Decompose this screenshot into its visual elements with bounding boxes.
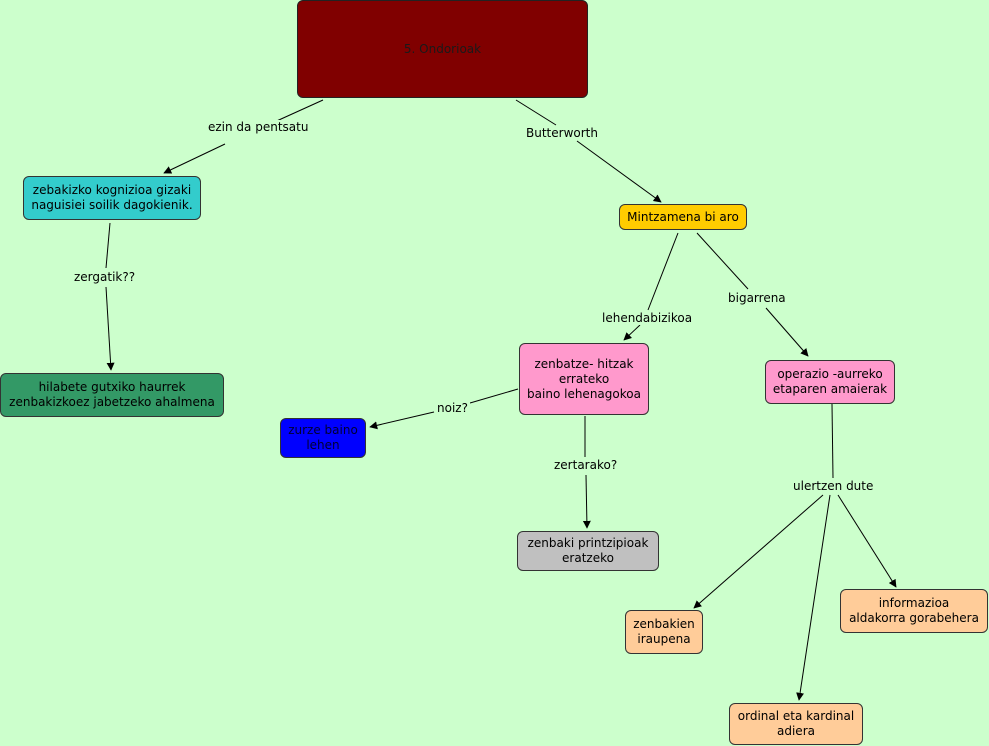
arrow-ulertzen-iraupena [693, 494, 824, 609]
arrow-butterworth-mintzamena [576, 140, 662, 203]
node-printzipioak[interactable]: zenbaki printzipioak eratzeko [517, 531, 659, 571]
connector-operazio-ulertzen [831, 403, 834, 479]
link-label-bigarrena: bigarrena [726, 291, 788, 305]
node-operazio[interactable]: operazio -aurreko etaparen amaierak [765, 360, 895, 404]
connector-root-butterworth [515, 99, 557, 126]
link-label-zertarako: zertarako? [552, 458, 620, 472]
arrow-bigarrena-operazio [765, 307, 809, 357]
link-label-zergatik: zergatik?? [72, 270, 138, 284]
arrow-ulertzen-informazioa [837, 494, 897, 588]
node-zenbatze[interactable]: zenbatze- hitzak errateko baino lehenago… [519, 343, 649, 415]
node-ordinal[interactable]: ordinal eta kardinal adiera [729, 703, 863, 745]
link-label-butterworth: Butterworth [524, 126, 600, 140]
arrow-lehendabizikoa-zenbatze [623, 324, 641, 341]
connector-mintzamena-bigarrena [696, 232, 749, 290]
link-label-ulertzen: ulertzen dute [791, 479, 876, 493]
link-label-noiz: noiz? [435, 401, 470, 415]
arrow-zergatik-hilabete [105, 286, 115, 371]
link-label-ezin: ezin da pentsatu [206, 120, 311, 134]
node-informazioa[interactable]: informazioa aldakorra gorabehera [840, 589, 988, 633]
node-kognizioa[interactable]: zebakizko kognizioa gizaki naguisiei soi… [23, 176, 201, 220]
node-iraupena[interactable]: zenbakien iraupena [625, 610, 703, 654]
connector-kognizioa-zergatik [105, 222, 111, 269]
node-root[interactable]: 5. Ondorioak [297, 0, 588, 98]
arrow-noiz-zurze [369, 411, 435, 430]
arrow-zertarako-printzipioak [582, 474, 591, 529]
arrow-ulertzen-ordinal [796, 494, 831, 701]
connector-zenbatze-noiz [469, 388, 519, 404]
arrow-ezin-kognizioa [163, 143, 226, 174]
node-zurze[interactable]: zurze baino lehen [280, 418, 366, 458]
link-label-lehendabizikoa: lehendabizikoa [600, 311, 695, 325]
node-mintzamena[interactable]: Mintzamena bi aro [619, 204, 747, 230]
node-hilabete[interactable]: hilabete gutxiko haurrek zenbakizkoez ja… [0, 373, 224, 417]
connector-mintzamena-lehendabizikoa [647, 232, 679, 311]
